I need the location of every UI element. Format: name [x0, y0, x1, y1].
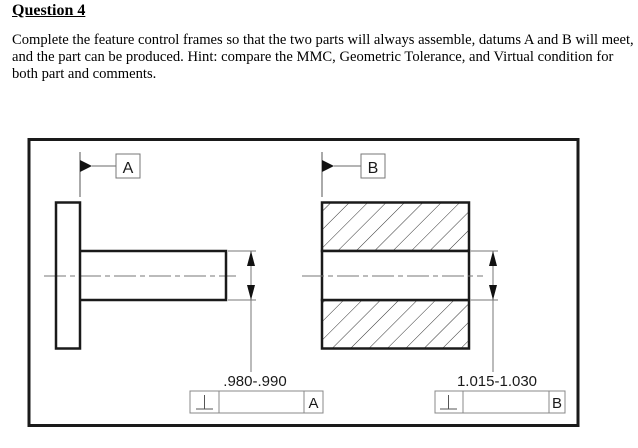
- datum-a-triangle-icon: [80, 160, 92, 172]
- dimension-left: .980-.990: [223, 373, 286, 390]
- dimension-right: 1.015-1.030: [457, 373, 537, 390]
- fcf-right-tolerance-cell[interactable]: [464, 392, 548, 412]
- drawing-border: [27, 138, 580, 427]
- question-title: Question 4: [12, 2, 86, 19]
- fcf-left-datum-ref: A: [308, 395, 318, 412]
- left-part-shaft: A .980-.990 A: [44, 152, 324, 414]
- datum-b-box: [360, 153, 386, 179]
- question-instructions: Complete the feature control frames so t…: [12, 32, 634, 82]
- dim-arrow-up-right-icon: [489, 251, 497, 266]
- fcf-left-tolerance-cell[interactable]: [220, 392, 303, 412]
- perpendicularity-icon: [196, 395, 213, 410]
- dim-arrow-up-icon: [247, 251, 255, 266]
- shaft-outline: [80, 249, 228, 302]
- datum-a-label: A: [123, 160, 134, 177]
- datum-b-label: B: [368, 160, 379, 177]
- flange-outline: [54, 201, 82, 350]
- perpendicularity-icon: [440, 395, 457, 410]
- dim-arrow-down-icon: [247, 285, 255, 300]
- feature-control-frame-left[interactable]: A: [189, 390, 324, 414]
- sleeve-bottom-wall: [320, 298, 471, 350]
- datum-a-box: [115, 153, 141, 179]
- sleeve-top-wall: [320, 201, 471, 253]
- datum-b-triangle-icon: [322, 160, 334, 172]
- dim-arrow-down-right-icon: [489, 285, 497, 300]
- right-part-sleeve: B 1.015-1.030 B: [302, 152, 566, 414]
- fcf-right-datum-ref: B: [552, 395, 562, 412]
- feature-control-frame-right[interactable]: B: [434, 390, 566, 414]
